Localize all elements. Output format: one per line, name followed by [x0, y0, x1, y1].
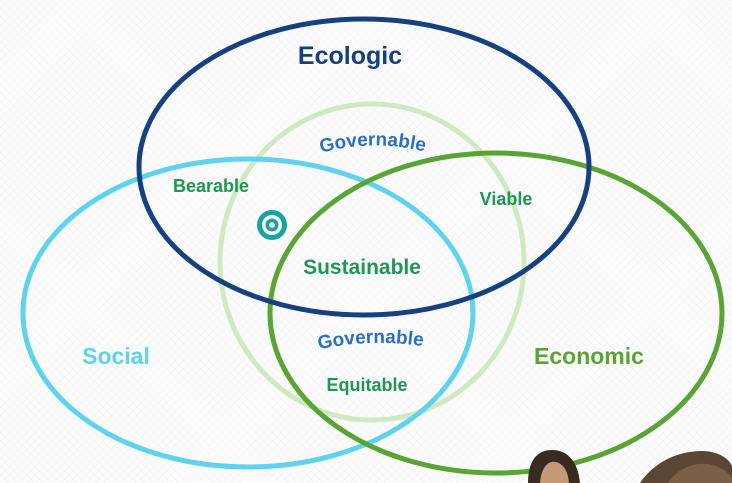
ecologic-label: Ecologic — [298, 42, 402, 70]
economic-circle — [267, 150, 725, 476]
people-photo-fragment — [528, 450, 732, 483]
economic-label: Economic — [534, 343, 644, 369]
governable-bottom-text: Governable — [316, 327, 425, 354]
social-label: Social — [82, 343, 150, 369]
viable-label: Viable — [480, 189, 533, 209]
governable-top-label: Governable — [317, 129, 428, 157]
sustainable-label: Sustainable — [303, 256, 421, 279]
governable-bottom-label: Governable — [316, 327, 425, 354]
governance-ring — [217, 101, 527, 423]
equitable-label: Equitable — [326, 375, 407, 395]
ecologic-circle — [136, 16, 592, 318]
social-circle — [20, 156, 476, 470]
bearable-label: Bearable — [173, 176, 249, 196]
governable-top-text: Governable — [317, 129, 428, 157]
target-icon — [257, 210, 287, 240]
